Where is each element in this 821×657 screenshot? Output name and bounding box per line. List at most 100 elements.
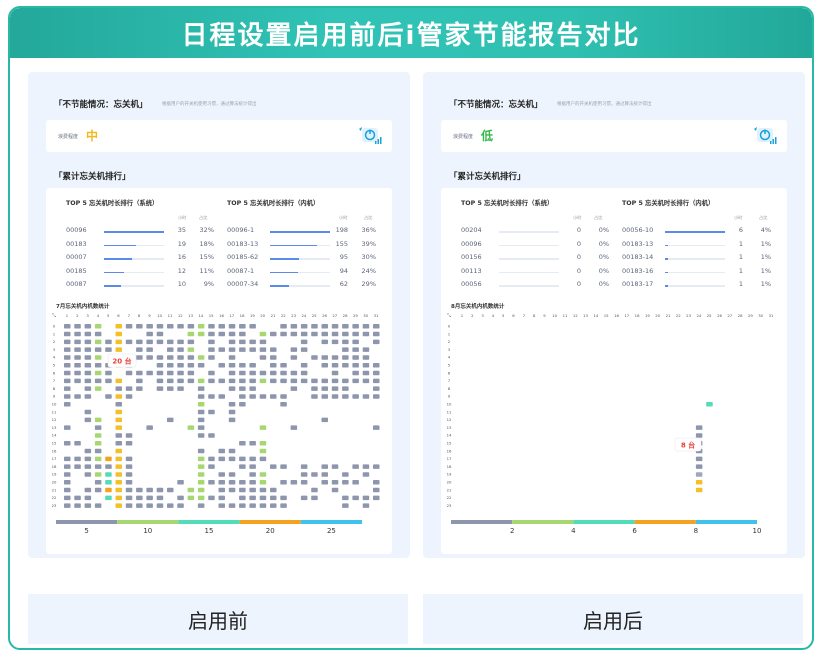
heat-cell[interactable] [218, 347, 226, 352]
heat-cell[interactable] [208, 456, 215, 462]
heat-cell[interactable] [167, 487, 174, 493]
heat-cell[interactable] [94, 472, 102, 477]
heat-cell[interactable] [115, 495, 123, 501]
heat-cell[interactable] [249, 464, 256, 469]
heat-cell[interactable] [136, 487, 143, 493]
heat-cell[interactable] [115, 347, 123, 352]
heat-cell[interactable] [94, 456, 102, 462]
heat-cell[interactable] [695, 487, 703, 493]
heat-cell[interactable] [197, 417, 205, 423]
heat-cell[interactable] [249, 495, 256, 501]
heat-cell[interactable] [259, 456, 267, 462]
heat-cell[interactable] [362, 495, 370, 501]
heat-cell[interactable] [187, 378, 195, 384]
heat-cell[interactable] [177, 370, 184, 376]
heat-cell[interactable] [290, 378, 298, 384]
heat-cell[interactable] [342, 363, 349, 368]
heat-cell[interactable] [74, 324, 81, 329]
heat-cell[interactable] [239, 487, 246, 493]
heat-cell[interactable] [84, 448, 92, 454]
heat-cell[interactable] [249, 503, 256, 508]
heat-cell[interactable] [197, 394, 205, 399]
heat-cell[interactable] [156, 331, 164, 337]
heat-cell[interactable] [695, 456, 703, 462]
heat-cell[interactable] [321, 378, 329, 384]
heat-cell[interactable] [156, 487, 164, 493]
heat-cell[interactable] [64, 363, 71, 368]
heat-cell[interactable] [259, 370, 267, 376]
heat-cell[interactable] [300, 378, 308, 384]
heat-cell[interactable] [249, 347, 256, 352]
heat-cell[interactable] [352, 339, 359, 345]
heat-cell[interactable] [352, 347, 359, 352]
heat-cell[interactable] [311, 386, 318, 391]
heat-cell[interactable] [352, 363, 359, 368]
heat-cell[interactable] [259, 441, 267, 446]
heat-cell[interactable] [84, 355, 92, 360]
heat-cell[interactable] [311, 378, 318, 384]
heat-cell[interactable] [373, 363, 380, 368]
heat-cell[interactable] [352, 370, 359, 376]
heat-cell[interactable] [218, 324, 226, 329]
heat-cell[interactable] [311, 394, 318, 399]
heat-cell[interactable] [115, 480, 123, 485]
heat-cell[interactable] [94, 464, 102, 469]
heat-cell[interactable] [187, 425, 195, 430]
heat-cell[interactable] [239, 378, 246, 384]
heat-cell[interactable] [280, 331, 287, 337]
heat-cell[interactable] [228, 370, 236, 376]
heat-cell[interactable] [352, 495, 359, 501]
heat-cell[interactable] [218, 495, 226, 501]
heat-cell[interactable] [125, 472, 133, 477]
heat-cell[interactable] [197, 324, 205, 329]
heat-cell[interactable] [228, 456, 236, 462]
heat-cell[interactable] [115, 441, 123, 446]
heat-cell[interactable] [74, 503, 81, 508]
heat-cell[interactable] [228, 324, 236, 329]
heat-cell[interactable] [64, 464, 71, 469]
heat-cell[interactable] [321, 464, 329, 469]
heat-cell[interactable] [64, 503, 71, 508]
heat-cell[interactable] [331, 386, 339, 391]
heat-cell[interactable] [352, 464, 359, 469]
heat-cell[interactable] [167, 370, 174, 376]
heat-cell[interactable] [249, 480, 256, 485]
heat-cell[interactable] [94, 355, 102, 360]
heat-cell[interactable] [342, 495, 349, 501]
heat-cell[interactable] [259, 331, 267, 337]
heat-cell[interactable] [280, 464, 287, 469]
heat-cell[interactable] [167, 378, 174, 384]
heat-cell[interactable] [84, 370, 92, 376]
heat-cell[interactable] [167, 386, 174, 391]
heat-cell[interactable] [228, 480, 236, 485]
heat-cell[interactable] [239, 324, 246, 329]
heat-cell[interactable] [84, 324, 92, 329]
heat-cell[interactable] [342, 472, 349, 477]
heat-cell[interactable] [125, 480, 133, 485]
heat-cell[interactable] [280, 378, 287, 384]
heat-cell[interactable] [84, 464, 92, 469]
heat-cell[interactable] [290, 347, 298, 352]
heat-cell[interactable] [187, 324, 195, 329]
heat-cell[interactable] [300, 339, 308, 345]
heat-cell[interactable] [342, 355, 349, 360]
heat-cell[interactable] [74, 339, 81, 345]
heat-cell[interactable] [125, 324, 133, 329]
heat-cell[interactable] [331, 355, 339, 360]
heat-cell[interactable] [84, 409, 92, 415]
heat-cell[interactable] [218, 363, 226, 368]
heat-cell[interactable] [373, 425, 380, 430]
heat-cell[interactable] [74, 464, 81, 469]
heat-cell[interactable] [156, 370, 164, 376]
heat-cell[interactable] [239, 464, 246, 469]
heat-cell[interactable] [136, 339, 143, 345]
heat-cell[interactable] [239, 495, 246, 501]
heat-cell[interactable] [197, 433, 205, 438]
heat-cell[interactable] [218, 480, 226, 485]
heat-cell[interactable] [228, 448, 236, 454]
heat-cell[interactable] [249, 456, 256, 462]
heat-cell[interactable] [218, 378, 226, 384]
heat-cell[interactable] [156, 324, 164, 329]
heat-cell[interactable] [167, 355, 174, 360]
heat-cell[interactable] [177, 495, 184, 501]
